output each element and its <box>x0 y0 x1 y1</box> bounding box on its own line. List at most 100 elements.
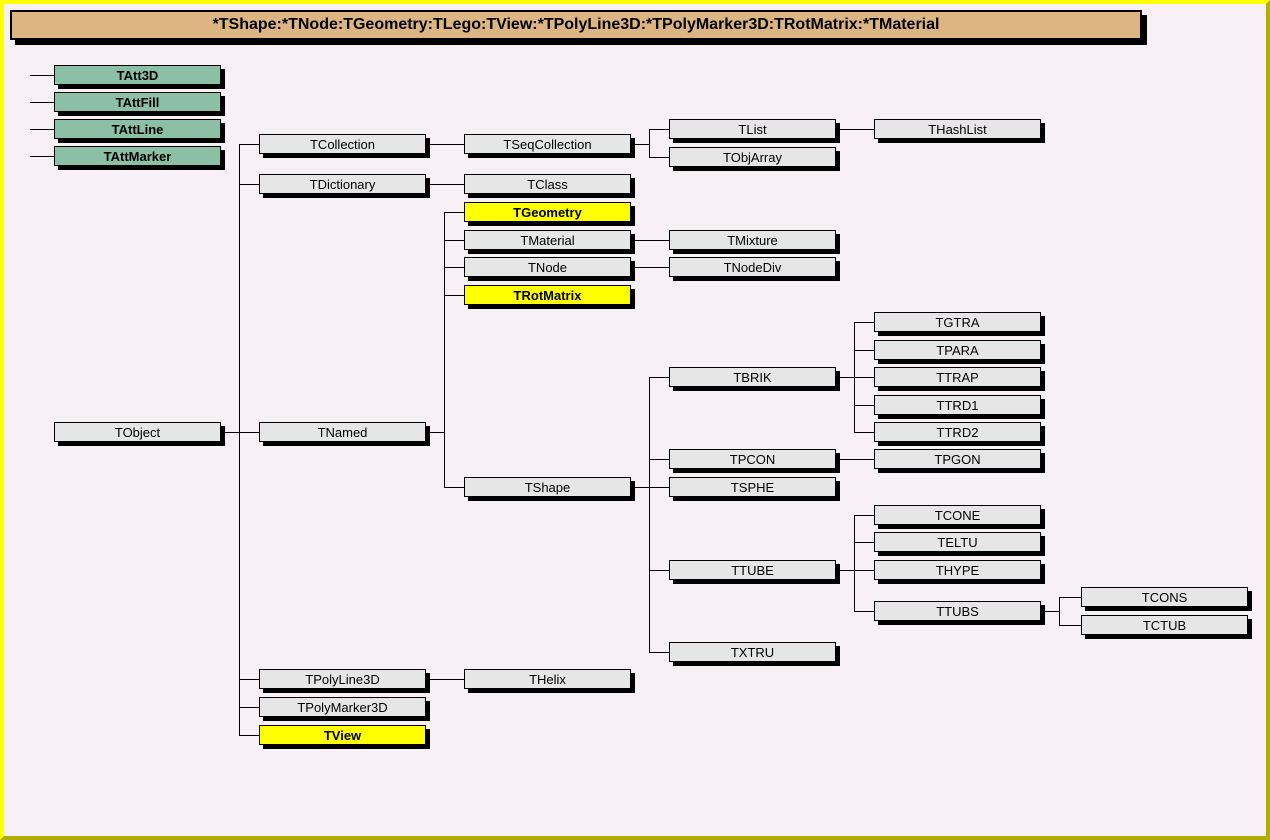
class-node-label: TObject <box>114 424 161 440</box>
class-node-label: TPARA <box>936 342 979 358</box>
class-node-thelix[interactable]: THelix <box>464 669 631 689</box>
connector-line-horizontal <box>239 184 259 185</box>
class-node-label: TGTRA <box>935 314 980 330</box>
class-node-label: TAtt3D <box>116 67 159 83</box>
class-node-tobjarray[interactable]: TObjArray <box>669 147 836 167</box>
class-node-ttrap[interactable]: TTRAP <box>874 367 1041 387</box>
connector-line-horizontal <box>854 611 874 612</box>
class-node-label: TPolyMarker3D <box>297 699 388 715</box>
class-node-label: TNamed <box>317 424 368 440</box>
class-node-tclass[interactable]: TClass <box>464 174 631 194</box>
class-node-tattmarker[interactable]: TAttMarker <box>54 146 221 166</box>
class-node-label: TList <box>738 121 767 137</box>
connector-line-horizontal <box>426 432 444 433</box>
class-node-tatt3d[interactable]: TAtt3D <box>54 65 221 85</box>
connector-line-horizontal <box>854 405 874 406</box>
class-node-ttube[interactable]: TTUBE <box>669 560 836 580</box>
class-node-label: TGeometry <box>513 204 582 220</box>
class-node-label: TAttMarker <box>103 148 172 164</box>
class-node-trotmatrix[interactable]: TRotMatrix <box>464 285 631 305</box>
class-node-tview[interactable]: TView <box>259 725 426 745</box>
class-node-label: TAttLine <box>111 121 164 137</box>
connector-line-horizontal <box>854 570 874 571</box>
class-node-tnamed[interactable]: TNamed <box>259 422 426 442</box>
connector-line-horizontal <box>854 350 874 351</box>
class-node-tpgon[interactable]: TPGON <box>874 449 1041 469</box>
class-node-label: TAttFill <box>115 94 160 110</box>
class-node-tpcon[interactable]: TPCON <box>669 449 836 469</box>
connector-line-horizontal <box>444 487 464 488</box>
class-node-label: TNodeDiv <box>723 259 782 275</box>
class-node-tlist[interactable]: TList <box>669 119 836 139</box>
class-node-tnodediv[interactable]: TNodeDiv <box>669 257 836 277</box>
class-node-label: TView <box>323 727 362 743</box>
class-node-tsphe[interactable]: TSPHE <box>669 477 836 497</box>
connector-line-horizontal <box>239 432 259 433</box>
class-node-tshape[interactable]: TShape <box>464 477 631 497</box>
connector-line-horizontal <box>854 515 874 516</box>
class-node-ttrd2[interactable]: TTRD2 <box>874 422 1041 442</box>
connector-line-horizontal <box>836 570 854 571</box>
connector-line-horizontal <box>631 144 649 145</box>
connector-line-horizontal <box>649 652 669 653</box>
class-node-ttrd1[interactable]: TTRD1 <box>874 395 1041 415</box>
class-node-label: TPolyLine3D <box>305 671 380 687</box>
class-node-label: TRotMatrix <box>513 287 582 303</box>
class-node-label: TCONS <box>1141 589 1188 605</box>
class-node-tcone[interactable]: TCONE <box>874 505 1041 525</box>
page-title: *TShape:*TNode:TGeometry:TLego:TView:*TP… <box>212 16 940 33</box>
connector-line-vertical <box>239 144 240 735</box>
class-node-tattline[interactable]: TAttLine <box>54 119 221 139</box>
class-node-teltu[interactable]: TELTU <box>874 532 1041 552</box>
connector-line-horizontal <box>649 157 669 158</box>
connector-line-horizontal <box>631 240 669 241</box>
class-node-label: THashList <box>928 121 987 137</box>
class-node-tbrik[interactable]: TBRIK <box>669 367 836 387</box>
class-node-tcollection[interactable]: TCollection <box>259 134 426 154</box>
connector-line-horizontal <box>444 240 464 241</box>
class-node-label: TELTU <box>937 534 978 550</box>
connector-line-horizontal <box>649 129 669 130</box>
class-node-label: TNode <box>527 259 568 275</box>
connector-line-horizontal <box>426 679 464 680</box>
connector-line-horizontal <box>221 432 239 433</box>
class-node-thype[interactable]: THYPE <box>874 560 1041 580</box>
connector-line-horizontal <box>649 487 669 488</box>
class-node-txtru[interactable]: TXTRU <box>669 642 836 662</box>
class-node-label: TTUBE <box>731 562 774 578</box>
class-node-thashlist[interactable]: THashList <box>874 119 1041 139</box>
connector-line-horizontal <box>649 570 669 571</box>
connector-line-horizontal <box>239 735 259 736</box>
class-node-tpolyline3d[interactable]: TPolyLine3D <box>259 669 426 689</box>
class-node-tpolymarker3d[interactable]: TPolyMarker3D <box>259 697 426 717</box>
connector-line-horizontal <box>30 129 54 130</box>
class-node-tctub[interactable]: TCTUB <box>1081 615 1248 635</box>
class-node-ttubs[interactable]: TTUBS <box>874 601 1041 621</box>
class-node-label: THelix <box>529 671 566 687</box>
connector-line-horizontal <box>239 144 259 145</box>
connector-line-horizontal <box>444 295 464 296</box>
class-node-tgeometry[interactable]: TGeometry <box>464 202 631 222</box>
connector-line-horizontal <box>649 377 669 378</box>
class-node-tcons[interactable]: TCONS <box>1081 587 1248 607</box>
connector-line-horizontal <box>239 707 259 708</box>
class-node-tgtra[interactable]: TGTRA <box>874 312 1041 332</box>
connector-line-horizontal <box>836 377 854 378</box>
connector-line-horizontal <box>1059 597 1081 598</box>
class-node-label: TTRAP <box>936 369 979 385</box>
class-node-tpara[interactable]: TPARA <box>874 340 1041 360</box>
class-node-tmaterial[interactable]: TMaterial <box>464 230 631 250</box>
class-node-tattfill[interactable]: TAttFill <box>54 92 221 112</box>
connector-line-horizontal <box>444 267 464 268</box>
connector-line-vertical <box>649 377 650 652</box>
class-node-label: TTUBS <box>936 603 979 619</box>
connector-line-horizontal <box>426 144 464 145</box>
class-node-tmixture[interactable]: TMixture <box>669 230 836 250</box>
class-node-tnode[interactable]: TNode <box>464 257 631 277</box>
class-node-tobject[interactable]: TObject <box>54 422 221 442</box>
class-node-tseqcollection[interactable]: TSeqCollection <box>464 134 631 154</box>
class-node-label: TCTUB <box>1142 617 1187 633</box>
class-node-tdictionary[interactable]: TDictionary <box>259 174 426 194</box>
class-node-label: TBRIK <box>733 369 772 385</box>
diagram-title-bar: *TShape:*TNode:TGeometry:TLego:TView:*TP… <box>10 10 1142 40</box>
